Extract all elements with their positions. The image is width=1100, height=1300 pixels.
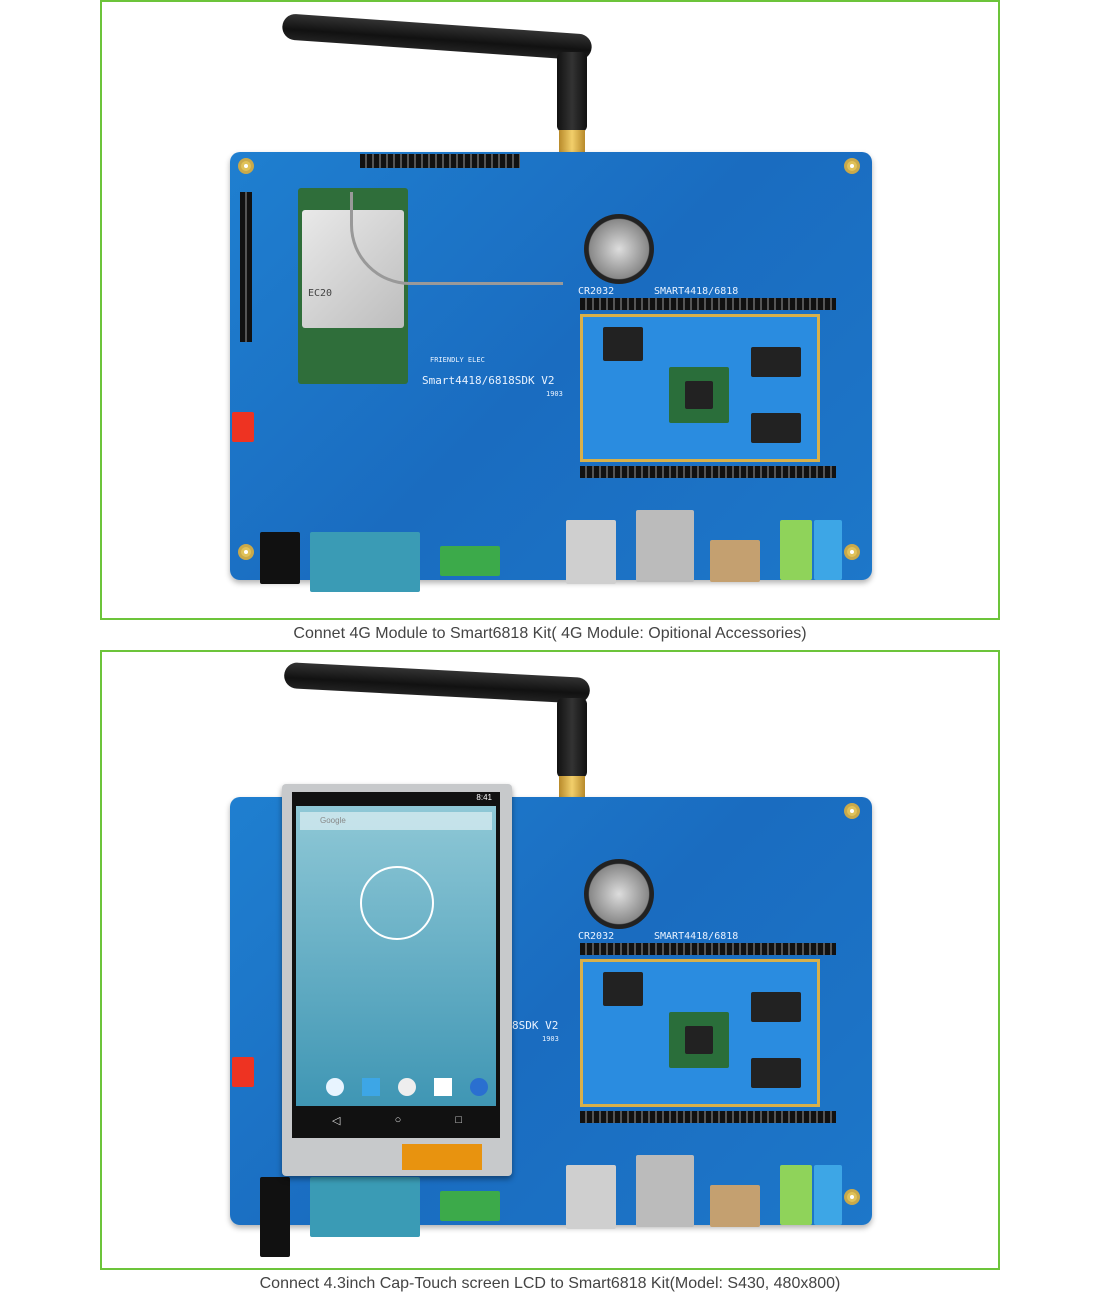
recents-icon[interactable]: □	[455, 1114, 462, 1126]
core-label: SMART4418/6818	[654, 286, 739, 297]
core-label: SMART4418/6818	[654, 931, 739, 942]
search-bar[interactable]: Google	[300, 812, 492, 830]
core-board	[580, 314, 820, 462]
usb-port	[566, 520, 616, 584]
battery-label: CR2032	[578, 931, 615, 942]
board-date: 1903	[542, 1035, 559, 1043]
caption-lcd: Connect 4.3inch Cap-Touch screen LCD to …	[259, 1275, 841, 1292]
android-home-screen: Google	[296, 806, 496, 1106]
antenna-cable	[350, 192, 563, 285]
chrome-icon[interactable]	[326, 1078, 344, 1096]
serial-port	[310, 532, 420, 592]
ethernet-port	[636, 510, 694, 582]
serial-port	[310, 1177, 420, 1237]
caption-4g: Connet 4G Module to Smart6818 Kit( 4G Mo…	[293, 625, 807, 642]
antenna-base	[557, 52, 587, 132]
product-photo-frame-4g: EC20 CR2032 SMART4418/6818 FRIENDLY ELEC…	[100, 0, 1000, 620]
smart6818-board: EC20 CR2032 SMART4418/6818 FRIENDLY ELEC…	[230, 152, 872, 592]
browser-icon[interactable]	[470, 1078, 488, 1096]
battery-label: CR2032	[578, 286, 615, 297]
clock-widget	[360, 866, 434, 940]
status-time: 8:41	[476, 793, 492, 802]
brand-label: FRIENDLY ELEC	[430, 356, 485, 364]
home-icon[interactable]: ○	[394, 1114, 402, 1126]
antenna	[281, 13, 593, 61]
module-label: EC20	[308, 288, 333, 299]
board-title: Smart4418/6818SDK V2	[422, 374, 555, 387]
usb-port	[566, 1165, 616, 1229]
fpc-cable	[402, 1144, 482, 1170]
hdmi-port	[710, 1185, 760, 1227]
antenna	[283, 662, 591, 704]
rtc-battery	[584, 214, 654, 284]
board-date: 1903	[546, 390, 563, 398]
rtc-battery	[584, 859, 654, 929]
hdmi-port	[710, 540, 760, 582]
back-icon[interactable]: ◁	[332, 1115, 341, 1127]
product-photo-frame-lcd: CR2032 SMART4418/6818 8SDK V2 1903 8:41 …	[100, 650, 1000, 1270]
board-title: 8SDK V2	[512, 1019, 559, 1032]
core-board	[580, 959, 820, 1107]
play-store-icon[interactable]	[434, 1078, 452, 1096]
ethernet-port	[636, 1155, 694, 1227]
apps-icon[interactable]	[398, 1078, 416, 1096]
contacts-icon[interactable]	[362, 1078, 380, 1096]
lcd-s430: 8:41 Google ◁ ○ □	[282, 784, 512, 1176]
antenna-base	[557, 698, 587, 778]
